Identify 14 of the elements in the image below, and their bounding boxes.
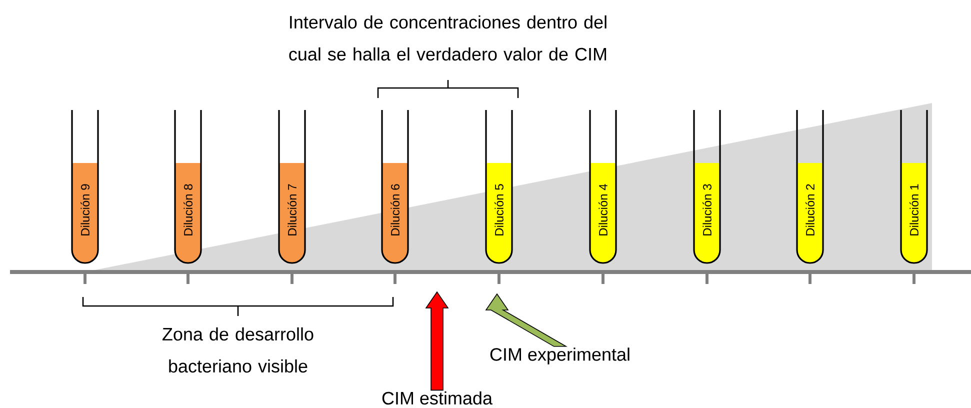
test-tube: Dilución 7 [278,110,306,264]
bracket-caption: Intervalo de concentraciones dentro del cual se halla el verdadero valor de CIM [289,15,606,61]
test-tube: Dilución 2 [796,110,824,264]
test-tube: Dilución 9 [71,110,99,264]
test-tube: Dilución 3 [693,110,721,264]
arrow-caption: CIM experimental [490,348,630,364]
test-tube: Dilución 1 [900,110,928,264]
test-tube: Dilución 6 [381,110,409,264]
test-tube: Dilución 4 [589,110,617,264]
arrow-caption: CIM estimada [382,391,492,405]
block-arrow [425,291,449,391]
bracket-caption: Zona de desarrollo bacteriano visible [162,327,314,373]
test-tube: Dilución 8 [174,110,202,264]
test-tube: Dilución 5 [485,110,513,264]
